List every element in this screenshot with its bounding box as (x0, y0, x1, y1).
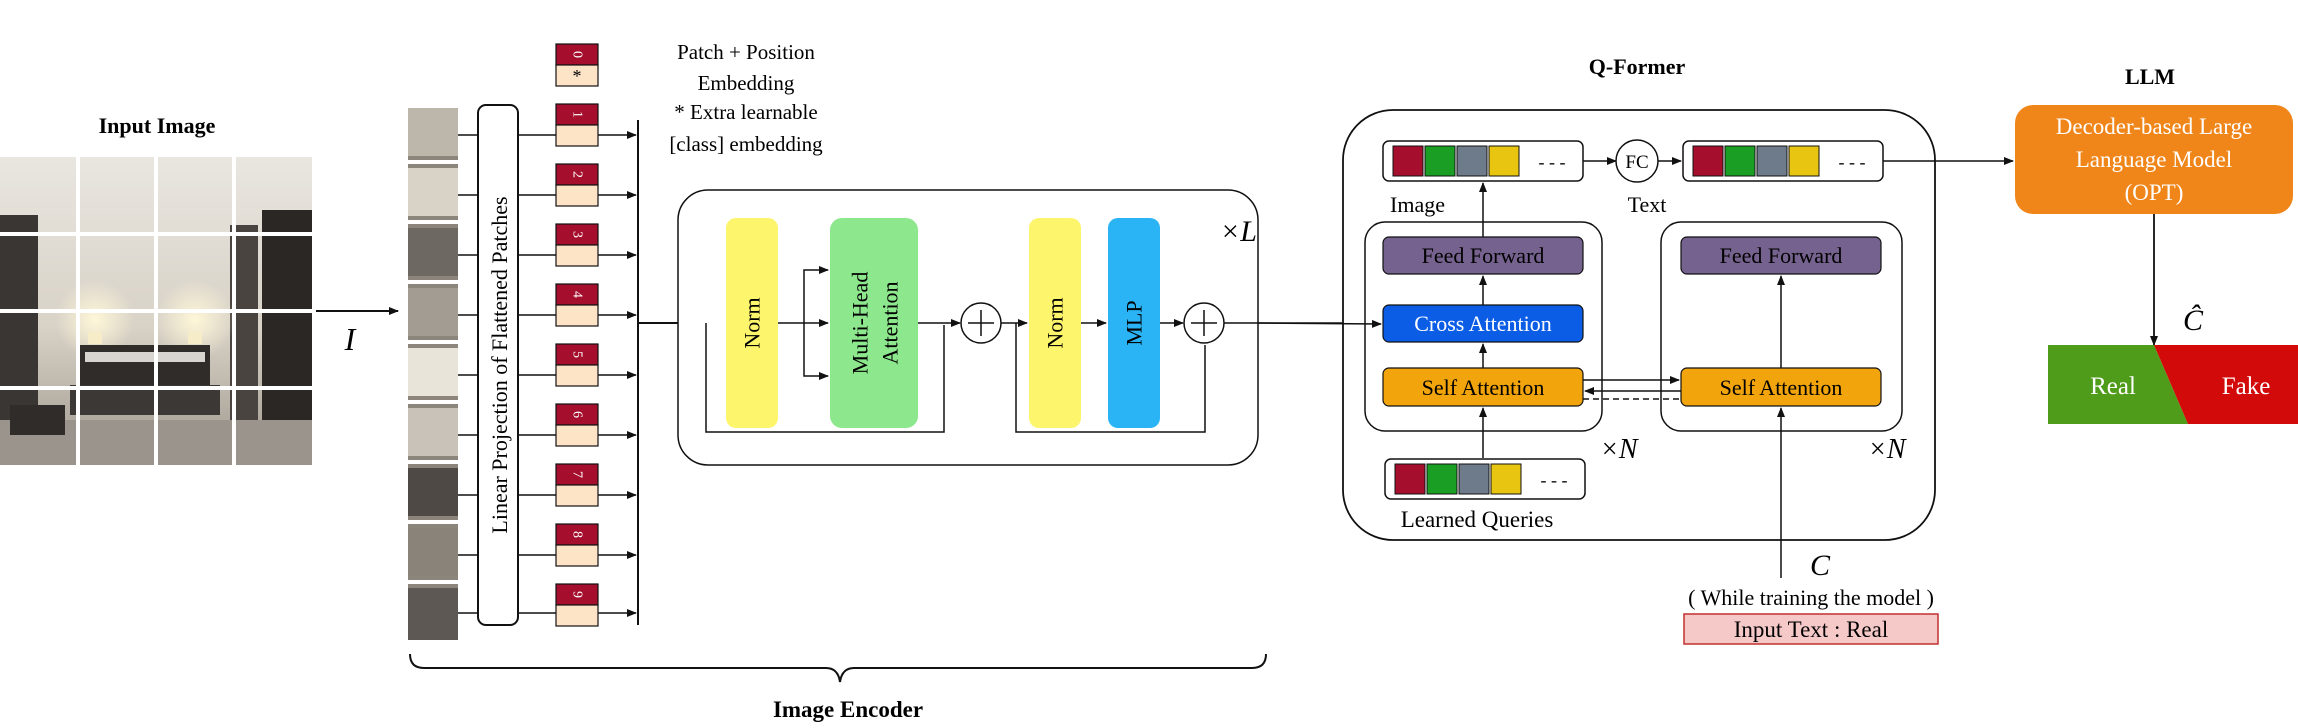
mlp-block: MLP (1108, 218, 1160, 428)
flattened-patch-strip (408, 108, 458, 640)
image-token-strip: - - - (1382, 140, 1584, 182)
token-index: 9 (570, 591, 585, 598)
norm-block-1: Norm (726, 218, 778, 428)
patch-token: 6 (555, 403, 599, 447)
learned-queries-label: Learned Queries (1401, 507, 1554, 532)
llm-title: LLM (2125, 64, 2175, 89)
qformer-title: Q-Former (1589, 54, 1686, 79)
self-attention-right: Self Attention (1680, 367, 1882, 407)
class-token: 0 * (555, 43, 599, 87)
caption-symbol: C (1810, 549, 1831, 582)
encoder-repeat-label: ×L (1220, 215, 1257, 248)
patch-token: 3 (555, 223, 599, 267)
llm-line-2: Language Model (2076, 147, 2232, 172)
token-index: 0 (570, 51, 585, 58)
llm-line-3: (OPT) (2125, 180, 2184, 205)
fc-label: FC (1625, 152, 1648, 173)
text-token-ellipsis: - - - (1839, 152, 1866, 172)
legend-line-4: [class] embedding (669, 132, 823, 156)
linear-projection-label: Linear Projection of Flattened Patches (487, 196, 512, 533)
fake-label: Fake (2222, 373, 2271, 400)
norm-label-1: Norm (740, 297, 765, 348)
image-encoder-brace (409, 653, 1267, 683)
token-index: 8 (570, 531, 585, 538)
real-label: Real (2090, 373, 2136, 400)
cross-attention-label: Cross Attention (1414, 311, 1552, 336)
caption-training-note: ( While training the model ) (1688, 585, 1934, 610)
token-index: 2 (570, 171, 585, 178)
real-segment (2048, 345, 2188, 424)
patch-connectors (458, 134, 478, 614)
token-index: 7 (570, 471, 585, 478)
text-transformer-repeat: ×N (1868, 434, 1907, 465)
token-index: 4 (570, 291, 585, 298)
token-index: 1 (570, 111, 585, 118)
token-index: 5 (570, 351, 585, 358)
llm-line-1: Decoder-based Large (2056, 114, 2252, 139)
mlp-label: MLP (1122, 300, 1147, 345)
learned-queries-strip: - - - (1384, 458, 1586, 500)
patch-token: 2 (555, 163, 599, 207)
legend-line-3: * Extra learnable (674, 100, 817, 124)
projection-to-tokens (518, 134, 556, 614)
image-patch-grid (0, 157, 312, 465)
embedding-legend: Patch + Position Embedding * Extra learn… (669, 40, 823, 156)
token-index: 3 (570, 231, 585, 238)
cross-attention-block: Cross Attention (1382, 304, 1584, 343)
feed-forward-left-label: Feed Forward (1422, 243, 1545, 268)
feed-forward-right: Feed Forward (1680, 236, 1882, 275)
image-label: Image (1390, 192, 1445, 217)
linear-projection-box (477, 104, 519, 626)
feed-forward-right-label: Feed Forward (1720, 243, 1843, 268)
input-symbol: I (344, 321, 357, 357)
fake-segment (2154, 345, 2298, 424)
token-index: 6 (570, 411, 585, 418)
patch-token: 7 (555, 463, 599, 507)
input-text-box: Input Text : Real (1683, 613, 1939, 645)
token-arrows (598, 131, 637, 617)
patch-token: 1 (555, 103, 599, 147)
norm-label-2: Norm (1043, 297, 1068, 348)
qformer-flow-lines (1257, 157, 2014, 578)
output-symbol: Ĉ (2183, 304, 2204, 337)
qformer-frame (1342, 109, 1936, 541)
legend-line-1: Patch + Position (677, 40, 815, 64)
patch-token: 9 (555, 583, 599, 627)
self-attention-left: Self Attention (1382, 367, 1584, 407)
llm-block: Decoder-based Large Language Model (OPT) (2015, 105, 2293, 214)
residual-add-2 (1183, 302, 1225, 344)
input-text-label: Input Text : Real (1734, 617, 1888, 642)
patch-token: 5 (555, 343, 599, 387)
patch-position-embeddings: 0 * 1 2 3 4 5 (555, 43, 599, 627)
norm-block-2: Norm (1029, 218, 1081, 428)
text-label: Text (1628, 192, 1667, 217)
self-attention-right-label: Self Attention (1720, 375, 1843, 400)
image-encoder-label: Image Encoder (773, 697, 923, 722)
image-token-ellipsis: - - - (1539, 152, 1566, 172)
patch-token: 8 (555, 523, 599, 567)
residual-add-1 (960, 302, 1002, 344)
feed-forward-left: Feed Forward (1382, 236, 1584, 275)
learned-queries-ellipsis: - - - (1541, 470, 1568, 490)
legend-line-2: Embedding (698, 71, 795, 95)
input-image-title: Input Image (99, 113, 216, 138)
attention-label-line-1: Multi-Head (848, 272, 873, 375)
text-token-strip: - - - (1682, 140, 1884, 182)
attention-label-line-2: Attention (878, 281, 903, 364)
prediction-bar: Real Fake (2048, 345, 2298, 424)
patch-token: 4 (555, 283, 599, 327)
image-transformer-repeat: ×N (1600, 434, 1639, 465)
multi-head-attention-block: Multi-Head Attention (830, 218, 918, 428)
cls-marker: * (573, 66, 582, 86)
fc-node: FC (1615, 139, 1659, 183)
self-attention-left-label: Self Attention (1422, 375, 1545, 400)
